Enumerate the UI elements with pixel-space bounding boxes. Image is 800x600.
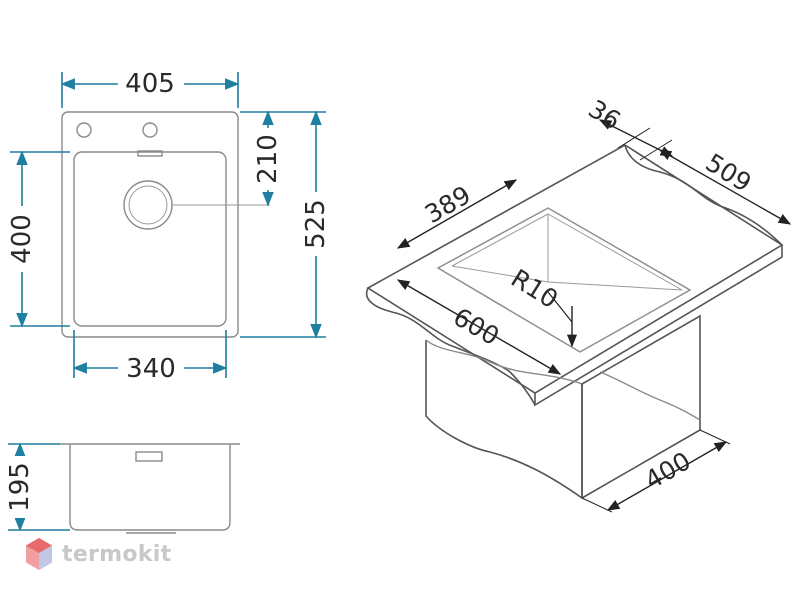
overflow-slot (137, 150, 163, 157)
bowl-inner-left (451, 213, 549, 267)
dim-400-iso-label: 400 (640, 446, 696, 495)
dim-r10-label: R10 (506, 263, 563, 314)
dim-340-label: 340 (126, 354, 176, 384)
dim-195-label: 195 (5, 462, 35, 512)
hexagon-logo-icon (26, 538, 52, 570)
ext-400-iso-a (581, 497, 613, 513)
countertop-front-edge (534, 245, 783, 407)
tap-hole-left (76, 122, 92, 138)
bowl-inner-floor (451, 265, 683, 291)
dim-509-label: 509 (701, 148, 757, 198)
dim-389-label: 389 (420, 180, 476, 229)
dim-525-label: 525 (301, 199, 331, 249)
drain-inner (128, 185, 168, 225)
countertop-wavy-left (365, 287, 536, 406)
dim-400-iso-line (606, 441, 728, 511)
dim-509-line (658, 149, 792, 225)
side-view: 195 (4, 442, 240, 534)
bowl-profile (69, 444, 231, 531)
dim-400-label: 400 (7, 214, 37, 264)
ext-36-b (639, 139, 673, 161)
cabinet-left-wall (425, 340, 583, 500)
tap-hole-right (142, 122, 158, 138)
side-overflow-slot (135, 451, 163, 462)
cabinet-left-wave (425, 339, 583, 385)
dim-210-label: 210 (253, 134, 283, 184)
dim-389-line (396, 179, 518, 249)
sink-outline (61, 111, 239, 338)
dim-405-label: 405 (125, 69, 175, 99)
top-view: 405 525 210 400 340 (6, 66, 332, 384)
brand-logo: termokit (24, 536, 171, 572)
bowl-inner-right (547, 213, 683, 291)
ext-36-a (617, 127, 651, 149)
dim-600-line (396, 279, 562, 375)
logo-text: termokit (62, 541, 172, 567)
iso-view: 36 509 389 R10 600 400 (365, 94, 792, 513)
drain-outer (123, 180, 173, 230)
bowl-outline (73, 151, 227, 327)
ext-400-iso-b (699, 429, 731, 445)
cabinet-right-wave (599, 371, 701, 421)
